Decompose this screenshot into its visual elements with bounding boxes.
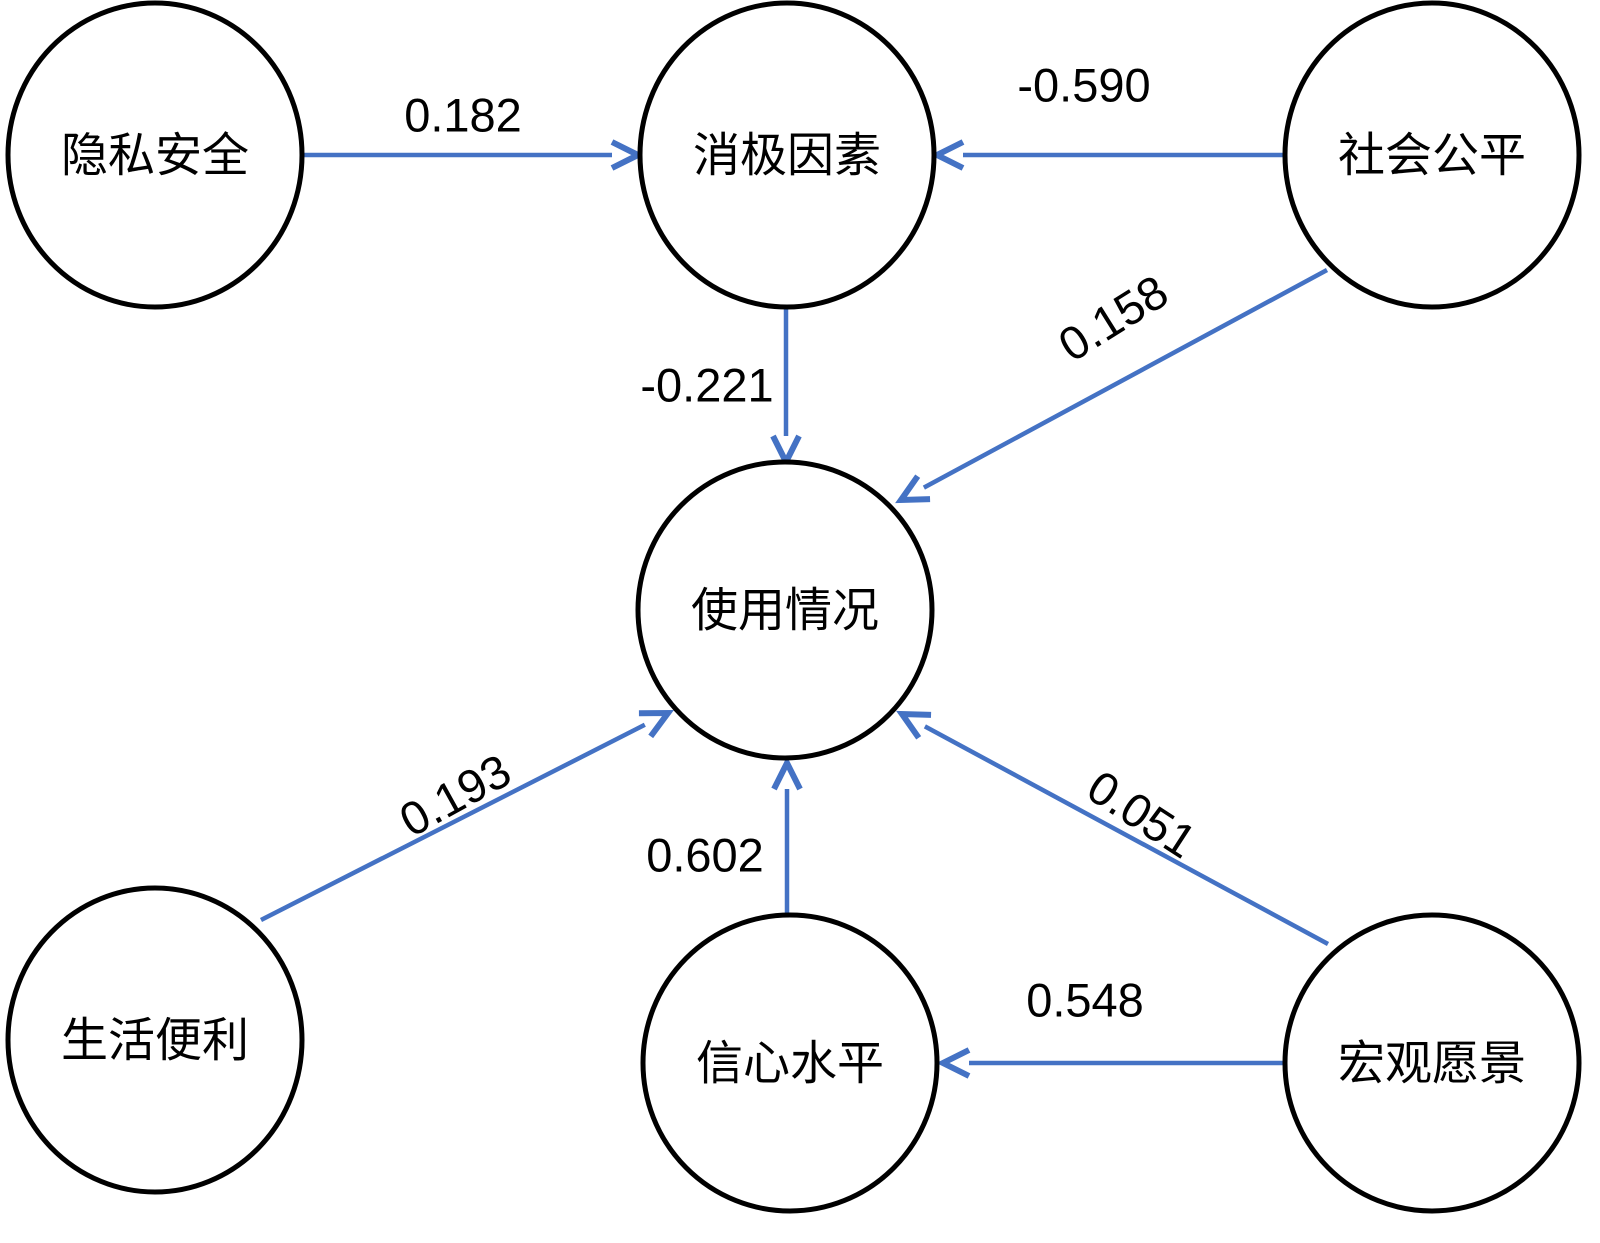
node-label: 信心水平 bbox=[696, 1037, 884, 1090]
arrowhead-icon bbox=[770, 434, 802, 469]
edge-label-fairness-to-negative: -0.590 bbox=[1017, 59, 1150, 112]
node-negative[interactable]: 消极因素 bbox=[637, 0, 937, 310]
node-ellipse[interactable] bbox=[640, 912, 940, 1214]
edge-fairness-to-usage bbox=[895, 268, 1329, 504]
arrowhead-icon bbox=[895, 474, 931, 504]
edge-vision-to-usage bbox=[896, 710, 1330, 946]
node-usage[interactable]: 使用情况 bbox=[635, 459, 935, 761]
edge-confidence-to-usage bbox=[771, 756, 803, 913]
arrowhead-icon bbox=[610, 139, 645, 171]
edge-line bbox=[923, 724, 1330, 946]
node-ellipse[interactable] bbox=[1282, 912, 1582, 1214]
edge-label-fairness-to-usage: 0.158 bbox=[1049, 264, 1177, 371]
node-ellipse[interactable] bbox=[637, 0, 937, 310]
edge-label-negative-to-usage: -0.221 bbox=[640, 359, 773, 412]
edges-layer bbox=[259, 139, 1330, 1079]
node-label: 使用情况 bbox=[691, 584, 879, 637]
edge-privacy-to-negative bbox=[303, 139, 645, 171]
node-label: 社会公平 bbox=[1338, 129, 1526, 182]
arrowhead-icon bbox=[771, 756, 803, 791]
edge-fairness-to-negative bbox=[930, 139, 1286, 171]
arrowhead-icon bbox=[896, 710, 932, 740]
node-confidence[interactable]: 信心水平 bbox=[640, 912, 940, 1214]
edge-negative-to-usage bbox=[770, 307, 802, 469]
edge-label-privacy-to-negative: 0.182 bbox=[404, 89, 522, 142]
arrowhead-icon bbox=[930, 139, 965, 171]
node-label: 隐私安全 bbox=[61, 129, 249, 182]
edge-label-vision-to-confidence: 0.548 bbox=[1026, 974, 1144, 1027]
node-convenience[interactable]: 生活便利 bbox=[5, 885, 305, 1195]
arrowhead-icon bbox=[936, 1047, 971, 1079]
edge-vision-to-confidence bbox=[936, 1047, 1286, 1079]
edge-label-confidence-to-usage: 0.602 bbox=[646, 829, 764, 882]
node-vision[interactable]: 宏观愿景 bbox=[1282, 912, 1582, 1214]
node-ellipse[interactable] bbox=[5, 0, 305, 310]
node-label: 生活便利 bbox=[61, 1014, 249, 1067]
node-label: 宏观愿景 bbox=[1338, 1037, 1526, 1090]
edge-line bbox=[922, 268, 1329, 490]
edge-label-convenience-to-usage: 0.193 bbox=[391, 743, 520, 846]
node-ellipse[interactable] bbox=[635, 459, 935, 761]
node-privacy[interactable]: 隐私安全 bbox=[5, 0, 305, 310]
node-fairness[interactable]: 社会公平 bbox=[1282, 0, 1582, 310]
edge-line bbox=[259, 722, 646, 923]
edge-convenience-to-usage bbox=[259, 709, 674, 923]
node-ellipse[interactable] bbox=[1282, 0, 1582, 310]
edge-label-vision-to-usage: 0.051 bbox=[1078, 760, 1206, 869]
node-label: 消极因素 bbox=[693, 129, 881, 182]
arrowhead-icon bbox=[638, 709, 674, 739]
node-ellipse[interactable] bbox=[5, 885, 305, 1195]
